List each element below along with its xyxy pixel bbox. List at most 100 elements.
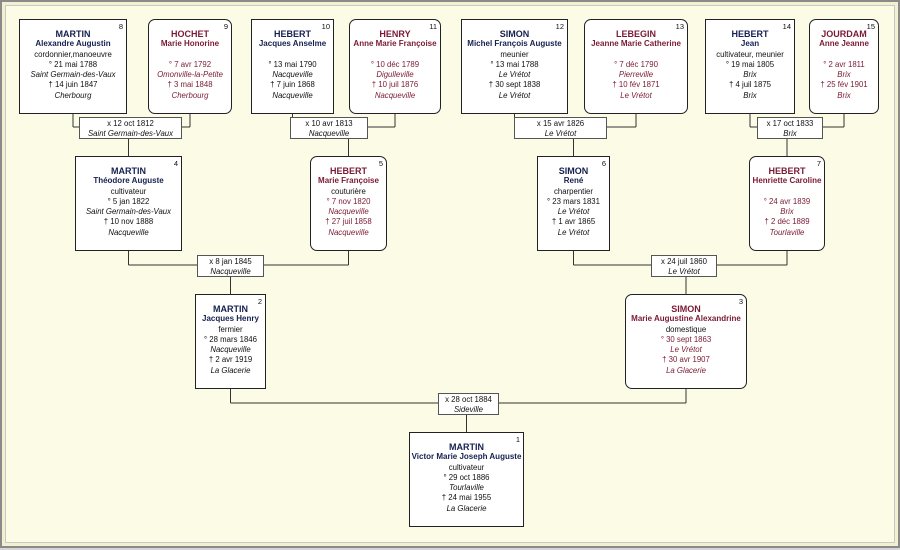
sosa-number: 3 [738,297,743,306]
person-detail: † 27 juil 1858 [325,217,372,227]
person-detail: ° 7 nov 1820 [326,196,371,206]
marriage-date: x 10 avr 1813 [305,119,353,128]
person-given-names: René [563,176,584,186]
sosa-number: 14 [782,22,791,31]
person-surname: HEBERT [731,29,769,39]
sosa-number: 10 [321,22,330,31]
person-place: Le Vrétot [498,70,531,80]
person-detail: ° 23 mars 1831 [547,196,600,206]
person-detail: † 1 avr 1865 [551,217,596,227]
person-place: Brix [743,70,757,80]
marriage-date: x 8 jan 1845 [209,257,252,266]
person-given-names: Jacques Henry [202,314,259,324]
person-detail: ° 19 mai 1805 [725,59,775,69]
person-detail: cordonnier,manoeuvre [34,49,112,59]
sosa-number: 2 [257,297,262,306]
person-detail: † 10 nov 1888 [103,217,154,227]
person-surname: MARTIN [111,166,146,176]
person-place: Le Vrétot [670,345,702,355]
person-given-names: Anne Marie Françoise [353,39,437,49]
person-detail: † 30 sept 1838 [488,80,541,90]
sosa-number: 13 [675,22,684,31]
person-detail: ° 7 avr 1792 [168,59,212,69]
person-detail: ° 5 jan 1822 [107,196,150,206]
person-detail: † 10 juil 1876 [371,80,419,90]
person-detail: † 2 déc 1889 [764,217,810,227]
person-given-names: Marie Honorine [160,39,220,49]
person-place: Nacqueville [374,90,416,100]
person-detail: ° 29 oct 1886 [443,472,490,482]
person-place: La Glacerie [446,503,487,513]
person-given-names: Alexandre Augustin [35,39,111,49]
person-place: Saint Germain-des-Vaux [85,207,172,217]
person-detail: † 10 fév 1871 [612,80,660,90]
marriage-date: x 12 oct 1812 [107,119,154,128]
marriage-date: x 15 avr 1826 [536,119,585,128]
person-surname: MARTIN [449,442,484,452]
person-place: Cherbourg [171,90,209,100]
person-given-names: Marie Françoise [318,176,379,186]
marriage-place: Le Vrétot [544,129,577,138]
person-surname: SIMON [558,166,589,176]
marriage-place: Nacqueville [210,267,251,276]
marriage-place: Brix [783,129,797,138]
person-given-names: Jeanne Marie Catherine [591,39,681,49]
person-place: Le Vrétot [620,90,652,100]
person-surname: HENRY [379,29,411,39]
person-surname: SIMON [499,29,530,39]
person-detail: cultivateur, meunier [716,49,784,59]
person-detail: ° 13 mai 1788 [490,59,539,69]
person-detail: cultivateur [448,462,485,472]
person-place: Brix [837,90,851,100]
person-detail: ° 13 mai 1790 [268,59,317,69]
sosa-number: 11 [429,22,437,31]
person-place: Nacqueville [328,227,369,237]
person-given-names: Théodore Auguste [93,176,164,186]
sosa-number: 4 [173,159,178,168]
person-detail: † 2 avr 1919 [208,355,253,365]
person-detail: fermier [218,324,243,334]
person-place: Nacqueville [272,90,313,100]
person-place: Omonville-la-Petite [157,70,223,80]
person-place: La Glacerie [210,365,251,375]
person-detail [149,50,231,60]
person-detail: ° 21 mai 1788 [48,59,98,69]
person-detail [810,50,878,60]
person-detail: † 30 avr 1907 [662,355,710,365]
person-detail [585,50,687,60]
person-surname: HEBERT [273,29,311,39]
person-given-names: Anne Jeanne [819,39,869,49]
person-place: Nacqueville [210,345,251,355]
person-surname: HEBERT [768,166,806,176]
person-detail: charpentier [553,186,593,196]
person-place: Tourlaville [449,483,484,493]
person-detail: couturière [331,186,366,196]
marriage-date: x 24 juil 1860 [661,257,707,266]
sosa-number: 6 [601,159,606,168]
person-detail: † 25 fév 1901 [820,80,868,90]
person-surname: JOURDAM [821,29,867,39]
